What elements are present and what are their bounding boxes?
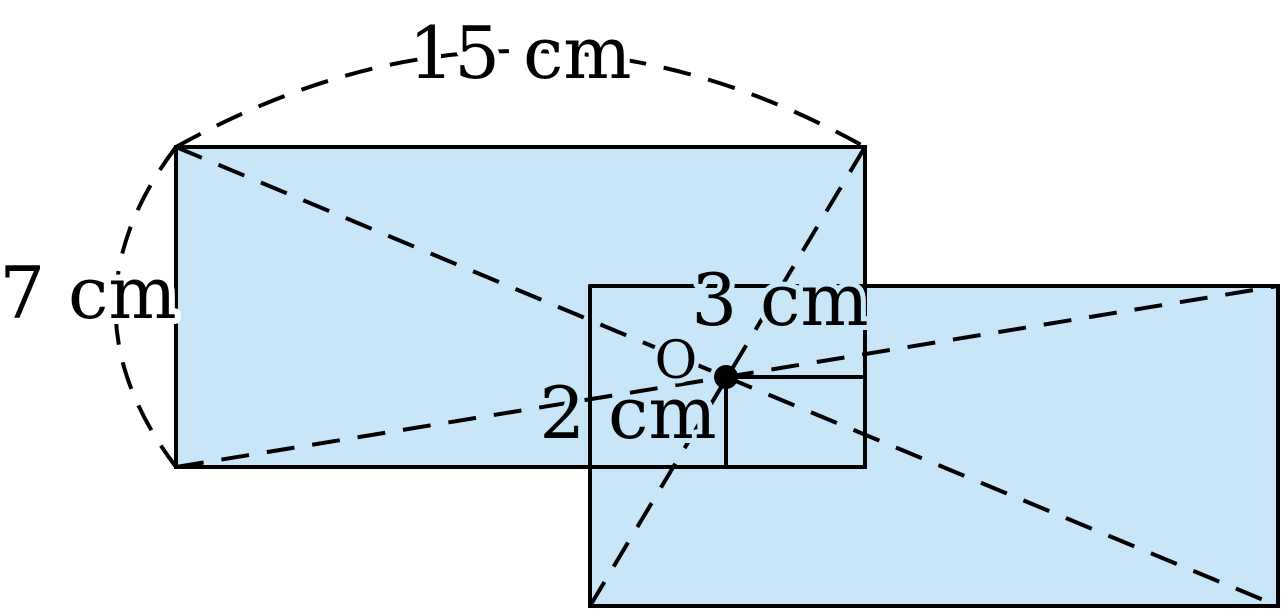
label-offset-vertical: 2 cm bbox=[539, 371, 716, 455]
arc-length-dimension bbox=[175, 49, 866, 149]
label-length: 15 cm bbox=[408, 11, 631, 95]
center-point bbox=[714, 365, 738, 389]
diagonal-original-1 bbox=[175, 145, 727, 379]
diagonal-original-2 bbox=[175, 375, 727, 469]
label-offset-horizontal: 3 cm bbox=[691, 258, 868, 342]
label-center-o: O bbox=[655, 331, 698, 391]
rectangle-original bbox=[174, 145, 867, 469]
label-width: 7 cm bbox=[0, 251, 177, 335]
rectangle-translated-outline bbox=[588, 284, 1280, 608]
diagonal-translated-2 bbox=[725, 284, 1279, 379]
diagonal-translated-1 bbox=[725, 375, 1279, 608]
arc-width-dimension bbox=[113, 145, 178, 469]
